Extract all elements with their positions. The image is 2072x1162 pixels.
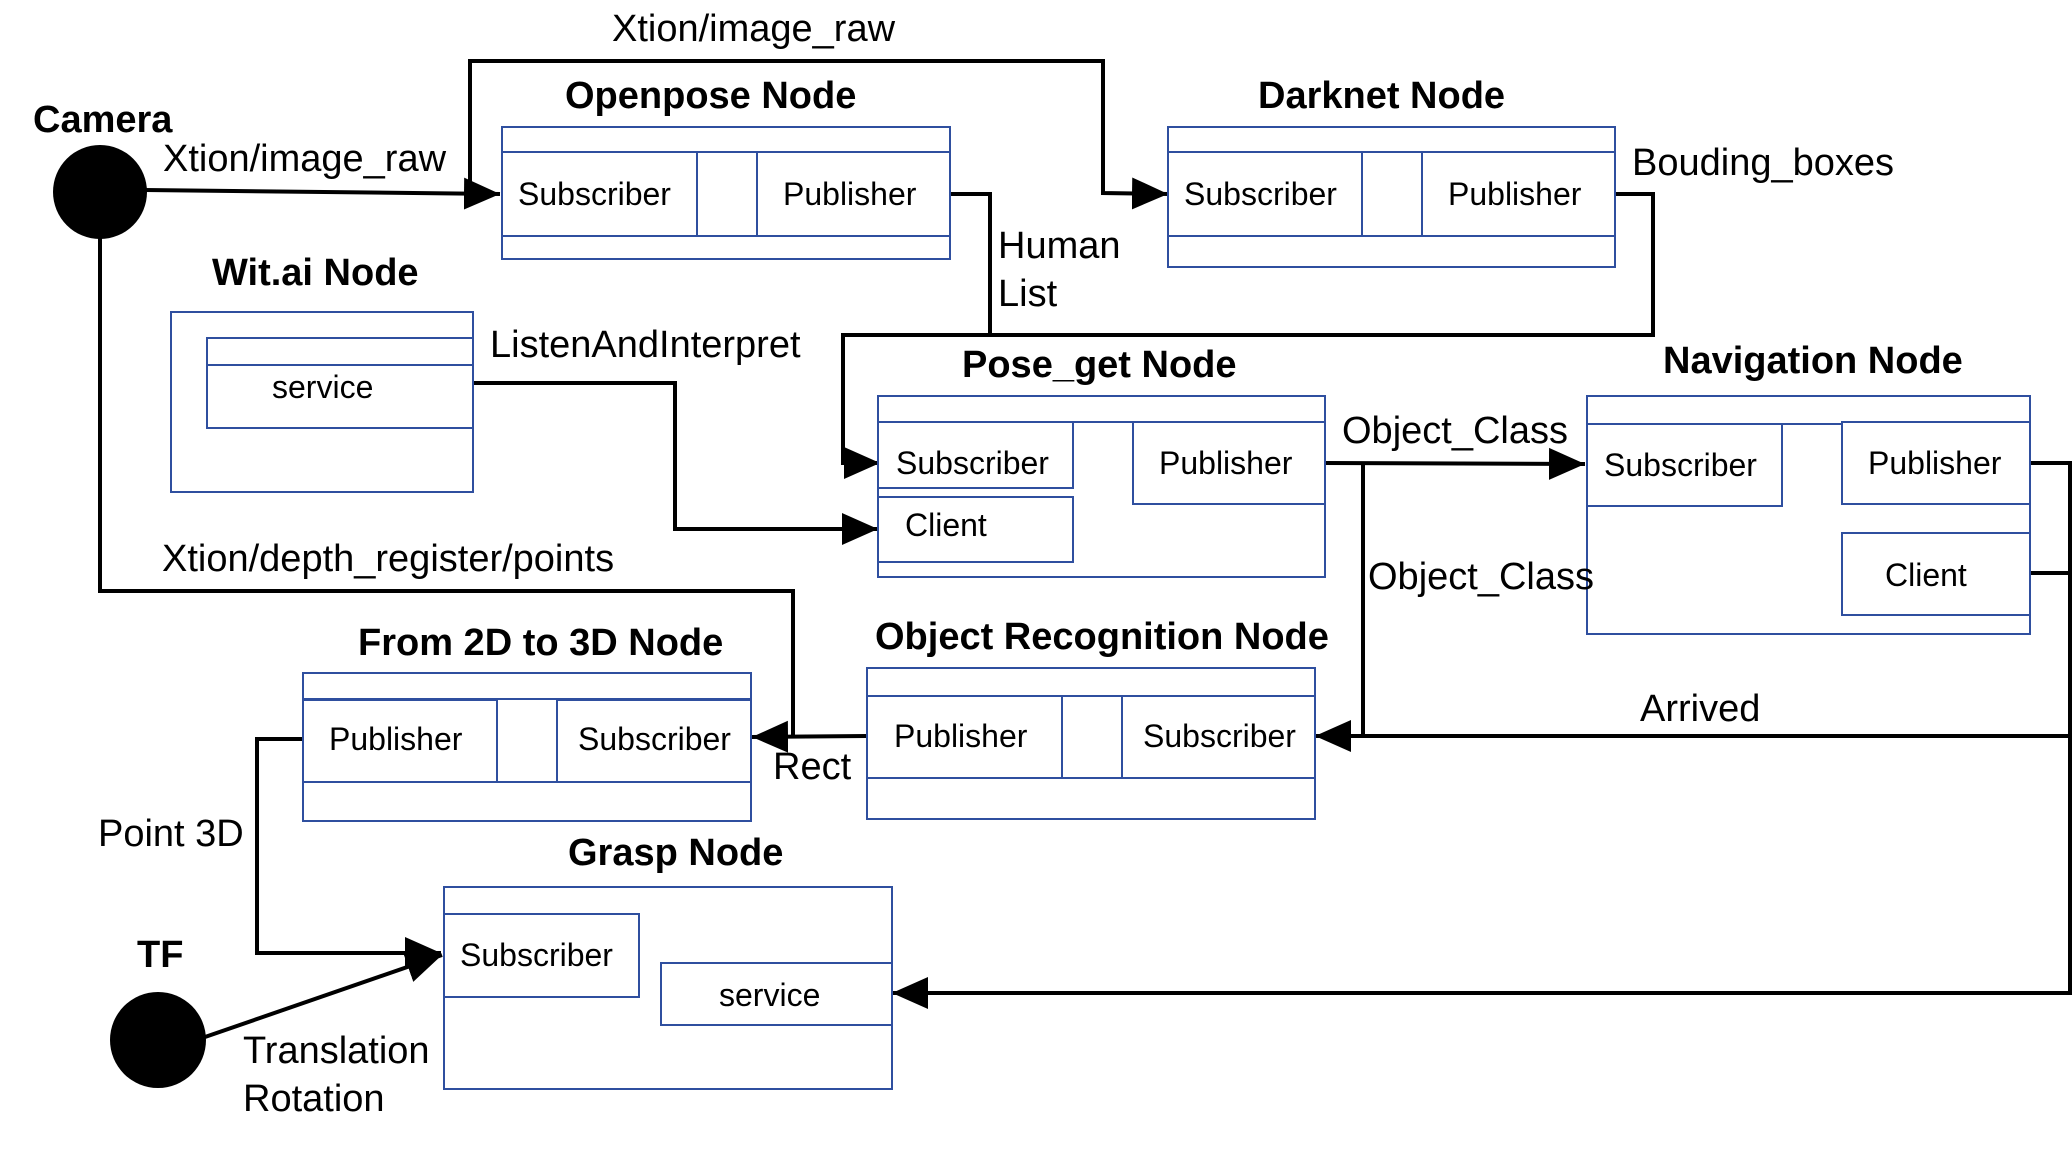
publisher-port: [1132, 421, 1326, 505]
publisher-port: [866, 695, 1063, 779]
wires: [98, 59, 2072, 1039]
service-label: service: [272, 369, 373, 405]
publisher-label: Publisher: [1159, 445, 1293, 481]
client-label: Client: [905, 507, 987, 543]
wire-camera-depth-points: [98, 230, 795, 737]
tf-label: TF: [137, 934, 183, 976]
edge-label-image-raw-top: Xtion/image_raw: [612, 8, 896, 50]
subscriber-label: Subscriber: [578, 721, 731, 757]
publisher-port: [302, 699, 498, 783]
publisher-label: Publisher: [783, 176, 917, 212]
edge-labels: Xtion/image_raw Xtion/image_raw Bouding_…: [98, 8, 1894, 1120]
witai-node: Wit.ai Node service: [170, 252, 474, 493]
edge-label-rect: Rect: [773, 746, 852, 788]
subscriber-label: Subscriber: [1143, 718, 1296, 754]
node-title: Grasp Node: [568, 832, 783, 874]
subscriber-label: Subscriber: [518, 176, 671, 212]
wire-camera-to-openpose: [144, 177, 501, 210]
edge-label-rotation: Rotation: [243, 1078, 385, 1120]
service-label: service: [719, 977, 820, 1013]
grasp-node: Grasp Node Subscriber service: [443, 832, 893, 1090]
darknet-node: Darknet Node Subscriber Publisher: [1167, 75, 1616, 268]
edge-label-listen-and-interpret: ListenAndInterpret: [490, 324, 801, 366]
wire-witai-to-poseget-client: [473, 381, 878, 545]
node-title: Navigation Node: [1663, 340, 1963, 382]
wire-recognition-rect: [751, 720, 868, 753]
subscriber-port: [1586, 423, 1783, 507]
subscriber-port: [1121, 695, 1316, 779]
subscriber-label: Subscriber: [460, 937, 613, 973]
subscriber-port: [556, 699, 752, 783]
wire-darknet-bounding-boxes: [990, 192, 1655, 337]
from-2d-to-3d-node: From 2D to 3D Node Publisher Subscriber: [302, 622, 752, 822]
edge-label-bouding-boxes: Bouding_boxes: [1632, 142, 1894, 184]
client-label: Client: [1885, 557, 1967, 593]
node-title: Openpose Node: [565, 75, 856, 117]
edge-label-image-raw-camera: Xtion/image_raw: [163, 138, 447, 180]
publisher-label: Publisher: [1448, 176, 1582, 212]
edge-label-depth-points: Xtion/depth_register/points: [162, 538, 614, 580]
tf-dot: [110, 992, 206, 1088]
wire-point3d: [255, 737, 441, 969]
object-recognition-node: Object Recognition Node Publisher Subscr…: [866, 616, 1329, 820]
client-port: [877, 496, 1074, 563]
node-title: Darknet Node: [1258, 75, 1505, 117]
subscriber-port: [877, 421, 1074, 489]
subscriber-port: [443, 913, 640, 998]
publisher-label: Publisher: [1868, 445, 2002, 481]
service-port: [206, 337, 474, 429]
edge-label-arrived: Arrived: [1640, 688, 1760, 730]
edge-label-point-3d: Point 3D: [98, 813, 244, 855]
wire-poseget-to-navigation: [1324, 447, 1586, 480]
navigation-node: Navigation Node Subscriber Publisher Cli…: [1586, 340, 2031, 635]
camera-dot: [53, 145, 147, 239]
camera-label: Camera: [33, 99, 173, 141]
node-title: Object Recognition Node: [875, 616, 1329, 658]
publisher-label: Publisher: [329, 721, 463, 757]
wire-navigation-to-grasp: [892, 571, 2072, 1009]
subscriber-label: Subscriber: [1604, 447, 1757, 483]
openpose-node: Openpose Node Subscriber Publisher: [501, 75, 951, 260]
node-title: Pose_get Node: [962, 344, 1237, 386]
edge-label-human: Human: [998, 225, 1121, 267]
publisher-port: [756, 151, 951, 237]
wire-imageraw-to-darknet: [468, 59, 1169, 210]
publisher-label: Publisher: [894, 718, 1028, 754]
publisher-port: [1841, 421, 2031, 505]
node-title: Wit.ai Node: [212, 252, 419, 294]
edge-label-object-class-top: Object_Class: [1342, 410, 1568, 452]
edge-label-list: List: [998, 273, 1058, 315]
edge-label-object-class-side: Object_Class: [1368, 556, 1594, 598]
publisher-port: [1421, 151, 1616, 237]
pose-get-node: Pose_get Node Subscriber Client Publishe…: [877, 344, 1326, 578]
wire-openpose-to-poseget: [841, 192, 992, 479]
subscriber-port: [1167, 151, 1363, 237]
wire-tf-to-grasp: [204, 951, 443, 1039]
service-port: [660, 962, 893, 1026]
node-title: From 2D to 3D Node: [358, 622, 723, 664]
subscriber-port: [501, 151, 698, 237]
subscriber-label: Subscriber: [896, 445, 1049, 481]
subscriber-label: Subscriber: [1184, 176, 1337, 212]
client-port: [1841, 532, 2031, 616]
edge-label-translation: Translation: [243, 1030, 430, 1072]
